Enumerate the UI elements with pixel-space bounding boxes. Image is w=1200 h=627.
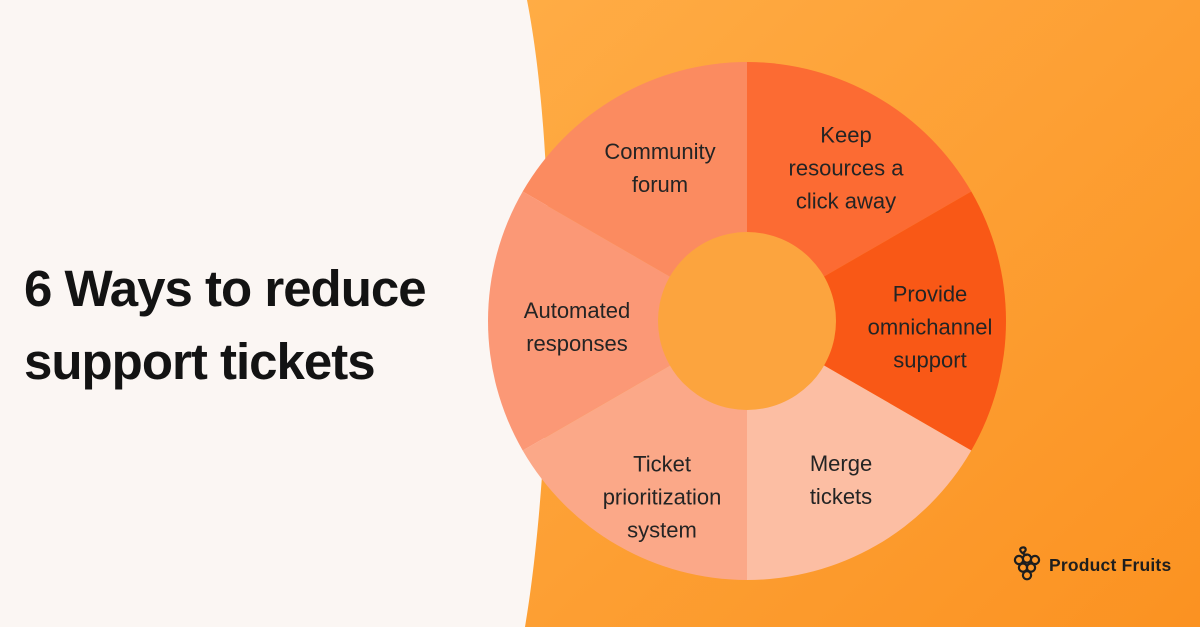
page-title-line2: support tickets [24,333,376,390]
donut-segment-automated-responses [488,191,747,451]
donut-segment-provide-omnichannel-support [747,191,1006,451]
product-fruits-logo: Product Fruits [1012,546,1171,584]
page-title: 6 Ways to reduce support tickets [24,252,504,398]
product-fruits-wordmark: Product Fruits [1049,554,1172,575]
grapes-icon [1013,546,1041,581]
donut-center-hole [658,232,836,410]
page-title-line1: 6 Ways to reduce [24,260,427,317]
